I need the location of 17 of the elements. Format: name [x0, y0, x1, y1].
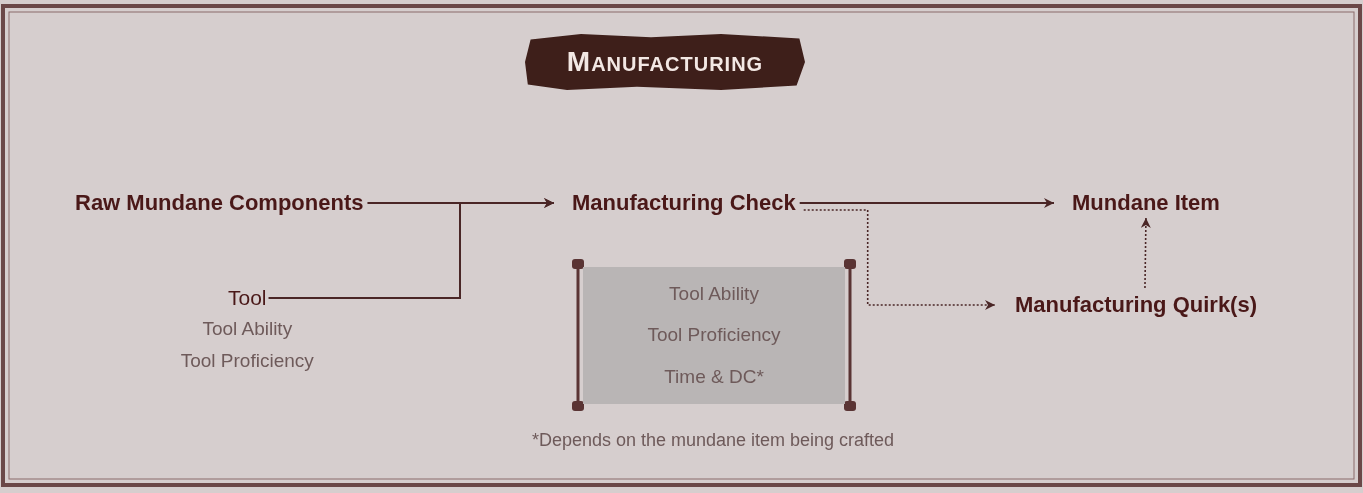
attribute-text: Tool Ability — [202, 318, 293, 340]
step-label: Raw Mundane Components — [75, 190, 364, 216]
footnote: *Depends on the mundane item being crafted — [531, 430, 895, 451]
arrow — [798, 198, 1055, 208]
requirement-text: Tool Ability — [669, 282, 759, 305]
step-label: Tool — [228, 286, 267, 310]
arrow — [1140, 217, 1151, 289]
arrow — [802, 209, 996, 310]
step-label: Manufacturing Quirk(s) — [1015, 292, 1257, 318]
requirement-text: Tool Proficiency — [647, 324, 781, 347]
attribute-text: Tool Proficiency — [180, 350, 314, 372]
info-panel — [583, 267, 845, 404]
step-label: Mundane Item — [1072, 190, 1220, 216]
arrow — [267, 198, 555, 299]
requirement-text: Time & DC* — [664, 366, 764, 389]
step-label: Manufacturing Check — [572, 190, 796, 216]
title-banner: Manufacturing — [525, 34, 805, 90]
